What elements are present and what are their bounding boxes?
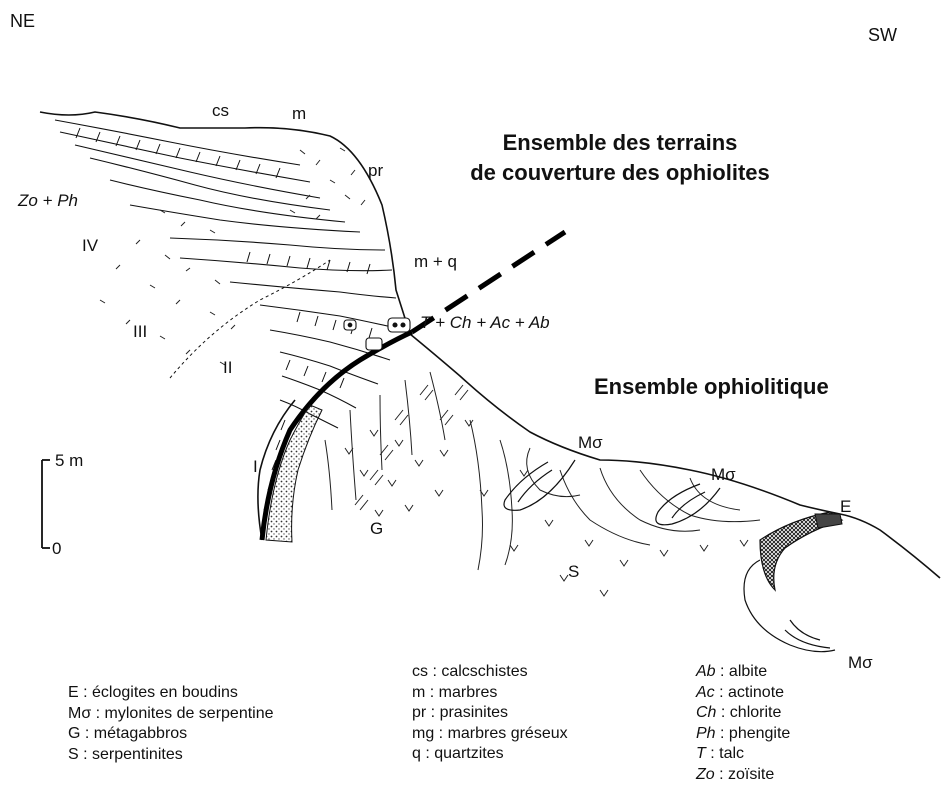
legend-row: pr : prasinites (412, 703, 568, 724)
legend-desc: : prasinites (426, 704, 508, 721)
eclogite-lens (815, 514, 842, 528)
title-cover-series: Ensemble des terrains de couverture des … (430, 128, 810, 188)
label-contact-assemblage: T + Ch + Ac + Ab (420, 314, 550, 331)
legend-key: Zo (696, 766, 715, 783)
marble-ticks (76, 128, 372, 530)
legend-desc: : serpentinites (79, 746, 183, 763)
legend-row: T : talc (696, 744, 790, 765)
orientation-ne: NE (10, 12, 35, 30)
legend-minerals: Ab : albite Ac : actinote Ch : chlorite … (696, 662, 790, 785)
label-ms-2: Mσ (711, 466, 736, 483)
title-ophiolite: Ensemble ophiolitique (594, 372, 829, 402)
legend-key: mg (412, 725, 434, 742)
scale-top-label: 5 m (55, 452, 83, 469)
label-iv: IV (82, 237, 98, 254)
legend-row: Mσ : mylonites de serpentine (68, 704, 274, 725)
legend-desc: : chlorite (716, 704, 781, 721)
legend-desc: : quartzites (421, 745, 504, 762)
legend-row: cs : calcschistes (412, 662, 568, 683)
title-cover-line-2: de couverture des ophiolites (430, 158, 810, 188)
legend-row: m : marbres (412, 683, 568, 704)
unit-boundaries (170, 260, 330, 378)
label-s: S (568, 563, 579, 580)
legend-key: Ab (696, 663, 716, 680)
scale-bottom-label: 0 (52, 540, 61, 557)
label-ms-3: Mσ (848, 654, 873, 671)
ophiolite-top-surface (410, 334, 940, 578)
cover-beds (55, 120, 405, 428)
label-m-q: m + q (414, 253, 457, 270)
legend-key: Ac (696, 684, 715, 701)
legend-row: E : éclogites en boudins (68, 683, 274, 704)
legend-key: Ch (696, 704, 716, 721)
legend-key: Mσ (68, 705, 91, 722)
legend-row: G : métagabbros (68, 724, 274, 745)
legend-row: mg : marbres gréseux (412, 724, 568, 745)
label-ms-1: Mσ (578, 434, 603, 451)
label-g: G (370, 520, 383, 537)
legend-key: T (696, 745, 706, 762)
legend-desc: : marbres gréseux (434, 725, 567, 742)
contact-boudins (344, 318, 410, 350)
legend-desc: : éclogites en boudins (79, 684, 238, 701)
legend-desc: : calcschistes (428, 663, 528, 680)
legend-desc: : marbres (425, 684, 497, 701)
legend-key: S (68, 746, 79, 763)
legend-row: q : quartzites (412, 744, 568, 765)
legend-desc: : talc (706, 745, 744, 762)
label-m: m (292, 105, 306, 122)
legend-cover: cs : calcschistes m : marbres pr : prasi… (412, 662, 568, 765)
legend-key: E (68, 684, 79, 701)
legend-ophiolite: E : éclogites en boudins Mσ : mylonites … (68, 683, 274, 765)
legend-key: q (412, 745, 421, 762)
label-zo-ph: Zo + Ph (18, 192, 78, 209)
label-e: E (840, 498, 851, 515)
serpentinite-fabric (470, 420, 788, 596)
title-cover-line-1: Ensemble des terrains (430, 128, 810, 158)
legend-key: m (412, 684, 425, 701)
legend-desc: : zoïsite (715, 766, 775, 783)
legend-key: pr (412, 704, 426, 721)
legend-row: Ch : chlorite (696, 703, 790, 724)
legend-key: cs (412, 663, 428, 680)
cover-top-surface (40, 112, 410, 334)
legend-key: Ph (696, 725, 716, 742)
label-pr: pr (368, 162, 383, 179)
legend-desc: : albite (716, 663, 768, 680)
legend-key: G (68, 725, 80, 742)
label-cs: cs (212, 102, 229, 119)
legend-row: S : serpentinites (68, 745, 274, 766)
metagabbro-fabric (325, 372, 473, 516)
label-iii: III (133, 323, 147, 340)
legend-desc: : mylonites de serpentine (91, 705, 273, 722)
legend-row: Ac : actinote (696, 683, 790, 704)
legend-row: Zo : zoïsite (696, 765, 790, 786)
orientation-sw: SW (868, 26, 897, 44)
label-ii: II (223, 359, 232, 376)
scale-bar (42, 460, 50, 548)
legend-desc: : actinote (715, 684, 784, 701)
legend-desc: : métagabbros (80, 725, 187, 742)
legend-row: Ab : albite (696, 662, 790, 683)
legend-row: Ph : phengite (696, 724, 790, 745)
mylonite-folds (504, 460, 835, 652)
label-i: I (253, 458, 258, 475)
legend-desc: : phengite (716, 725, 791, 742)
